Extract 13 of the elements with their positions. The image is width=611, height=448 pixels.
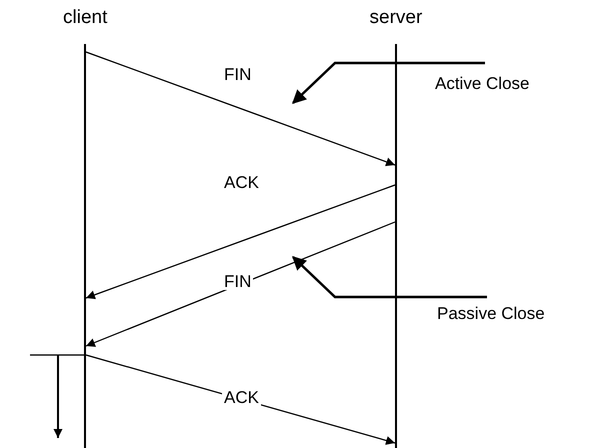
message-arrow [86, 221, 396, 347]
participant-label: server [370, 8, 422, 27]
edge-label: ACK [222, 389, 261, 406]
message-arrow [86, 51, 396, 166]
participant-label: client [63, 8, 108, 27]
leader-line [292, 256, 487, 298]
edge-label: ACK [222, 174, 261, 191]
note-text: Active Close [435, 74, 530, 93]
edge-label: FIN [222, 66, 254, 83]
message-arrow [86, 184, 396, 300]
edge-label: FIN [222, 273, 254, 290]
leader-line [292, 62, 485, 104]
note-text: Passive Close [437, 304, 545, 323]
